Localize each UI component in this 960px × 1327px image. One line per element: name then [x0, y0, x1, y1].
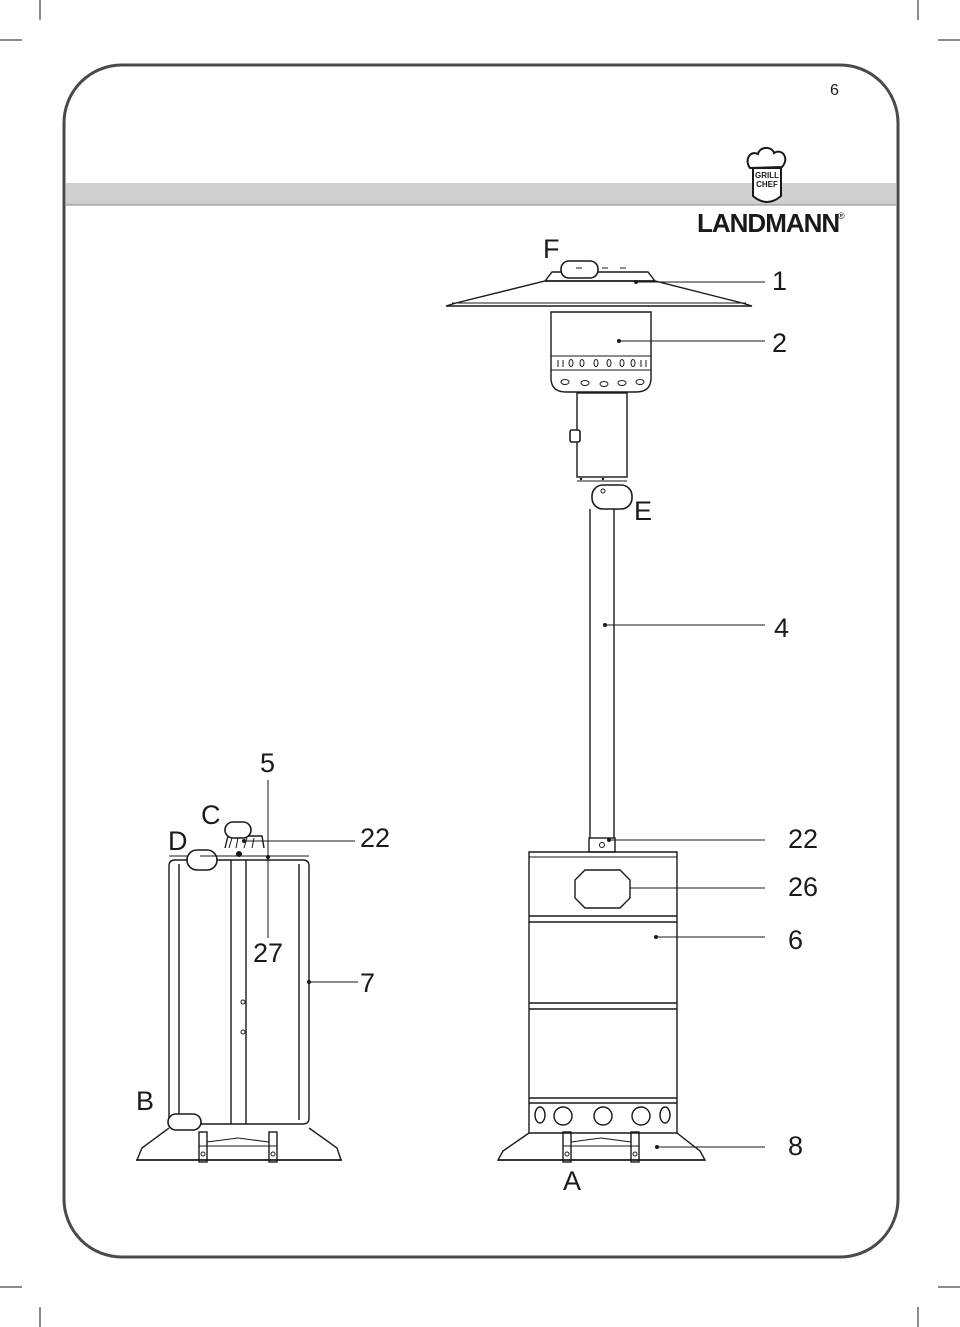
heater-open-view: [135, 821, 342, 1163]
callout-22-right: 22: [788, 824, 818, 854]
callout-26: 26: [788, 872, 818, 902]
callout-4: 4: [774, 613, 789, 643]
brand-wordmark: LANDMANN: [697, 208, 839, 238]
callout-8: 8: [788, 1131, 803, 1161]
header-band: [66, 183, 896, 205]
label-e: E: [634, 496, 652, 526]
grill-chef-logo: GRILL CHEF: [746, 146, 787, 203]
igniter-knob: [569, 429, 581, 443]
connector-e: [591, 484, 633, 510]
callout-22-left: 22: [360, 823, 390, 853]
page-frame: [62, 63, 900, 1259]
label-c: C: [201, 800, 221, 830]
callout-5: 5: [260, 748, 275, 778]
logo-text-grill: GRILL: [755, 171, 779, 180]
heater-assembled: [445, 260, 753, 1163]
label-b: B: [136, 1086, 154, 1116]
label-d: D: [168, 826, 188, 856]
leader-lines: [242, 280, 765, 1149]
control-panel-26: [574, 869, 631, 909]
clip-f: [560, 260, 599, 279]
page-number: 6: [830, 82, 839, 99]
callout-2: 2: [772, 328, 787, 358]
emitter-slots: [557, 359, 647, 367]
logo-text-chef: CHEF: [756, 180, 778, 189]
callout-27: 27: [253, 938, 283, 968]
registered-mark: ®: [838, 211, 845, 221]
clip-b: [167, 1113, 202, 1131]
regulator-c: [224, 821, 252, 839]
callout-1: 1: [772, 266, 787, 296]
label-a: A: [563, 1166, 581, 1196]
callout-6: 6: [788, 925, 803, 955]
label-f: F: [543, 234, 560, 264]
callout-7: 7: [360, 968, 375, 998]
clip-d: [186, 849, 218, 871]
